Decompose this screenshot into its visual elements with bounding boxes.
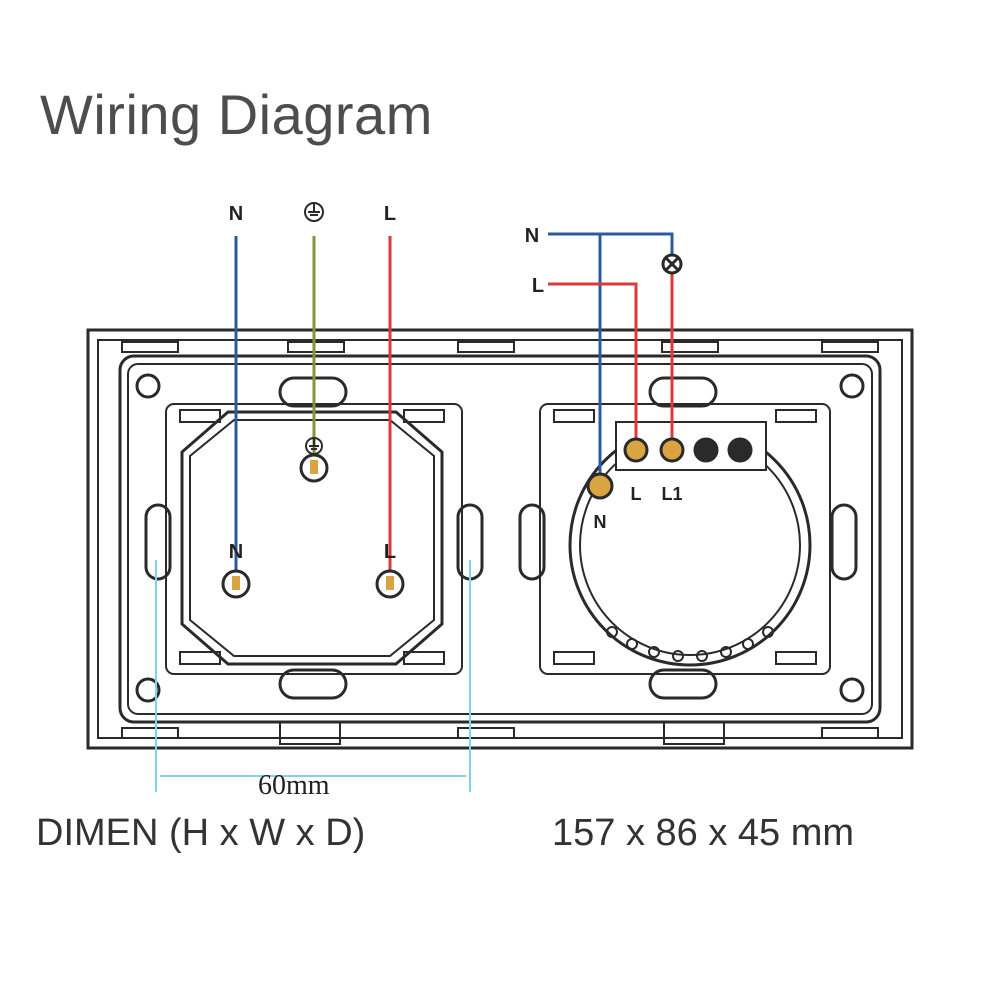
- plate-frame: [118, 354, 882, 724]
- socket-module: [165, 403, 463, 675]
- mounting-slot: [144, 503, 172, 581]
- mounting-slot: [648, 668, 718, 700]
- socket-neutral-pin-contact: [232, 576, 240, 590]
- terminal-spare: [727, 437, 753, 463]
- mounting-slot: [648, 376, 718, 408]
- switch-clip: [775, 651, 817, 665]
- terminal-label-live: L: [631, 484, 642, 504]
- page-title: Wiring Diagram: [40, 83, 433, 146]
- socket-pins: [221, 453, 405, 599]
- plate-clip: [121, 727, 179, 739]
- socket-clip: [179, 409, 221, 423]
- switch-clip: [775, 409, 817, 423]
- socket-top-label-neutral: N: [229, 203, 243, 225]
- switch-clip: [553, 651, 595, 665]
- socket-body: [180, 410, 444, 666]
- earth-symbol-icon: [304, 202, 324, 222]
- socket-clip: [403, 409, 445, 423]
- mounting-slot: [830, 503, 858, 581]
- switch-module: [539, 403, 831, 675]
- terminal-spare: [693, 437, 719, 463]
- plate-clip: [287, 341, 345, 353]
- terminal-neutral: [586, 472, 614, 500]
- plate-clip: [279, 721, 341, 745]
- socket-earth-pin-contact: [310, 460, 318, 474]
- spacing-measure: [155, 560, 471, 792]
- plate-clip: [821, 727, 879, 739]
- plate-outer-edge: [86, 328, 914, 750]
- terminal-label-neutral: N: [594, 512, 607, 532]
- switch-wiring: [548, 232, 674, 484]
- switch-clip: [553, 409, 595, 423]
- earth-symbol-icon: [305, 437, 323, 455]
- plate-clip: [121, 341, 179, 353]
- socket-top-label-live: L: [384, 203, 396, 225]
- screw-hole: [135, 373, 161, 399]
- switch-supply-label-neutral: N: [525, 225, 539, 247]
- socket-body-inner: [189, 419, 435, 657]
- switch-mount-frame: [539, 403, 831, 675]
- screw-hole: [135, 677, 161, 703]
- screw-hole: [839, 677, 865, 703]
- spacing-label: 60mm: [258, 770, 330, 801]
- plate-clip: [821, 341, 879, 353]
- wall-plate: [86, 328, 914, 750]
- terminal-live: [623, 437, 649, 463]
- plate-clip: [457, 341, 515, 353]
- switch-neutral-to-load-wire: [548, 232, 674, 256]
- dimensions-label: DIMEN (H x W x D): [36, 812, 366, 854]
- socket-clip: [403, 651, 445, 665]
- mounting-slot: [278, 668, 348, 700]
- plate-clip: [457, 727, 515, 739]
- switch-supply-label-live: L: [532, 275, 544, 297]
- plate-clip: [663, 721, 725, 745]
- plate-clip: [661, 341, 719, 353]
- switch-live-wire: [548, 282, 638, 448]
- plate-inner-edge: [97, 339, 903, 739]
- plate-frame-inner: [127, 363, 873, 715]
- screw-hole: [839, 373, 865, 399]
- terminal-load: [659, 437, 685, 463]
- socket-clip: [179, 651, 221, 665]
- terminal-label-load: L1: [661, 484, 682, 504]
- socket-wiring: [234, 236, 392, 582]
- lamp-icon: [661, 253, 683, 275]
- mounting-slot: [518, 503, 546, 581]
- dimensions-value: 157 x 86 x 45 mm: [552, 812, 855, 854]
- socket-live-pin-contact: [386, 576, 394, 590]
- switch-vent-holes: [606, 626, 774, 662]
- socket-pin-label-live: L: [384, 541, 396, 563]
- socket-pin-label-neutral: N: [229, 541, 243, 563]
- switch-terminals: [586, 437, 753, 500]
